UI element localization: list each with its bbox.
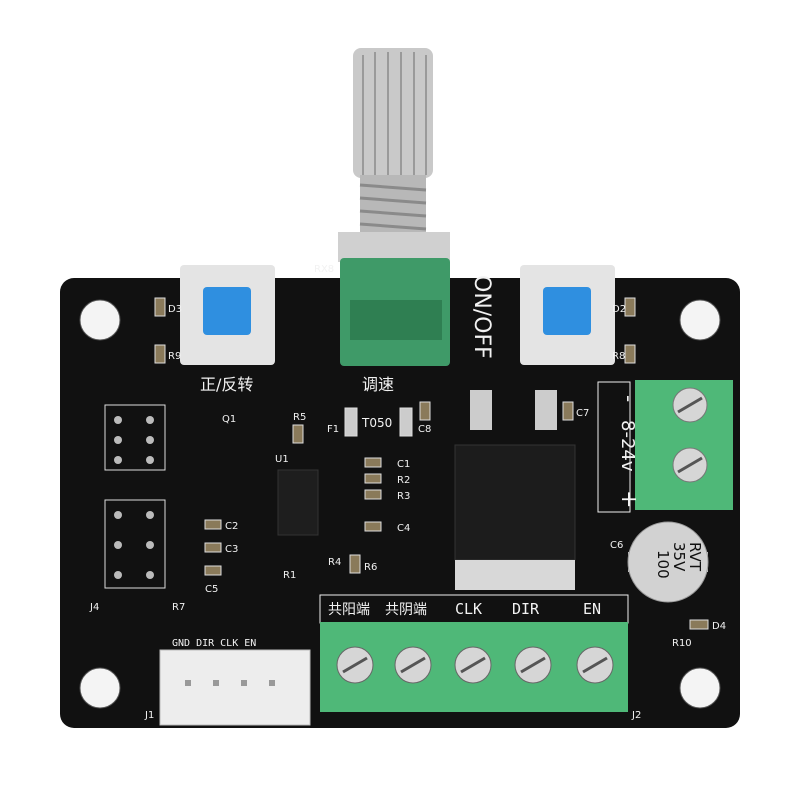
terminal-label-1: 共阳端 [328, 602, 370, 618]
driver-ic [277, 469, 319, 536]
pcb-board [60, 278, 740, 728]
j1-label: J1 [144, 710, 154, 721]
power-button[interactable] [520, 265, 615, 365]
terminal-label-2: 共阴端 [385, 602, 427, 618]
voltage-regulator [454, 390, 576, 590]
j4-label: J4 [89, 602, 99, 613]
fuse-label: T050 [361, 416, 392, 430]
u1-label: U1 [275, 454, 289, 465]
pot-ref-label: RX8 [314, 264, 334, 275]
terminal-label-5: EN [583, 600, 601, 618]
voltage-minus-label: - [617, 395, 641, 402]
mounting-holes [79, 299, 721, 709]
cap-value: 100 [654, 550, 672, 579]
ref-r7: R7 [172, 602, 185, 613]
smd-components [154, 297, 709, 630]
signal-terminal-block[interactable] [320, 622, 628, 712]
ref-c3: C3 [225, 544, 238, 555]
ref-c8: C8 [418, 424, 431, 435]
terminal-label-4: DIR [512, 600, 540, 618]
ref-c7: C7 [576, 408, 589, 419]
speed-potentiometer[interactable] [338, 48, 450, 366]
ref-f1: F1 [327, 424, 339, 435]
jumper-header-bottom[interactable] [104, 499, 166, 589]
ref-d3: D3 [168, 304, 182, 315]
ref-r3: R3 [397, 491, 410, 502]
j2-label: J2 [631, 710, 641, 721]
header-pin-labels: GND DIR CLK EN [172, 638, 256, 649]
jumper-header-top[interactable] [104, 404, 166, 471]
direction-label: 正/反转 [200, 375, 253, 394]
ref-c4: C4 [397, 523, 410, 534]
ref-c1: C1 [397, 459, 410, 470]
signal-header-connector[interactable] [159, 649, 311, 726]
ref-r5: R5 [293, 412, 306, 423]
cap-series: RVT [686, 542, 704, 572]
ref-r8: R8 [612, 351, 625, 362]
voltage-plus-label: + [616, 490, 641, 508]
voltage-label: 8-24v [617, 420, 638, 472]
ref-c5: C5 [205, 584, 218, 595]
cap-voltage: 35V [670, 542, 688, 572]
direction-button[interactable] [180, 265, 275, 365]
ref-r10: R10 [672, 638, 692, 649]
component-refs: R5 F1 C8 C7 C1 R2 R3 C4 R6 R4 R1 C2 C3 C… [168, 304, 726, 649]
ref-r9: R9 [168, 351, 181, 362]
cap-ref: C6 [610, 540, 623, 551]
ref-r2: R2 [397, 475, 410, 486]
electrolytic-capacitor: RVT 35V 100 [627, 521, 709, 603]
power-switch-label: ON/OFF [469, 275, 494, 359]
power-input-terminal[interactable] [597, 380, 733, 513]
ref-d4: D4 [712, 621, 726, 632]
ref-c2: C2 [225, 521, 238, 532]
speed-label: 调速 [362, 375, 394, 394]
q1-label: Q1 [222, 414, 236, 425]
ref-d2: D2 [612, 304, 626, 315]
ref-r6: R6 [364, 562, 377, 573]
terminal-label-3: CLK [455, 600, 482, 618]
ref-r1: R1 [283, 570, 296, 581]
ref-r4: R4 [328, 557, 341, 568]
